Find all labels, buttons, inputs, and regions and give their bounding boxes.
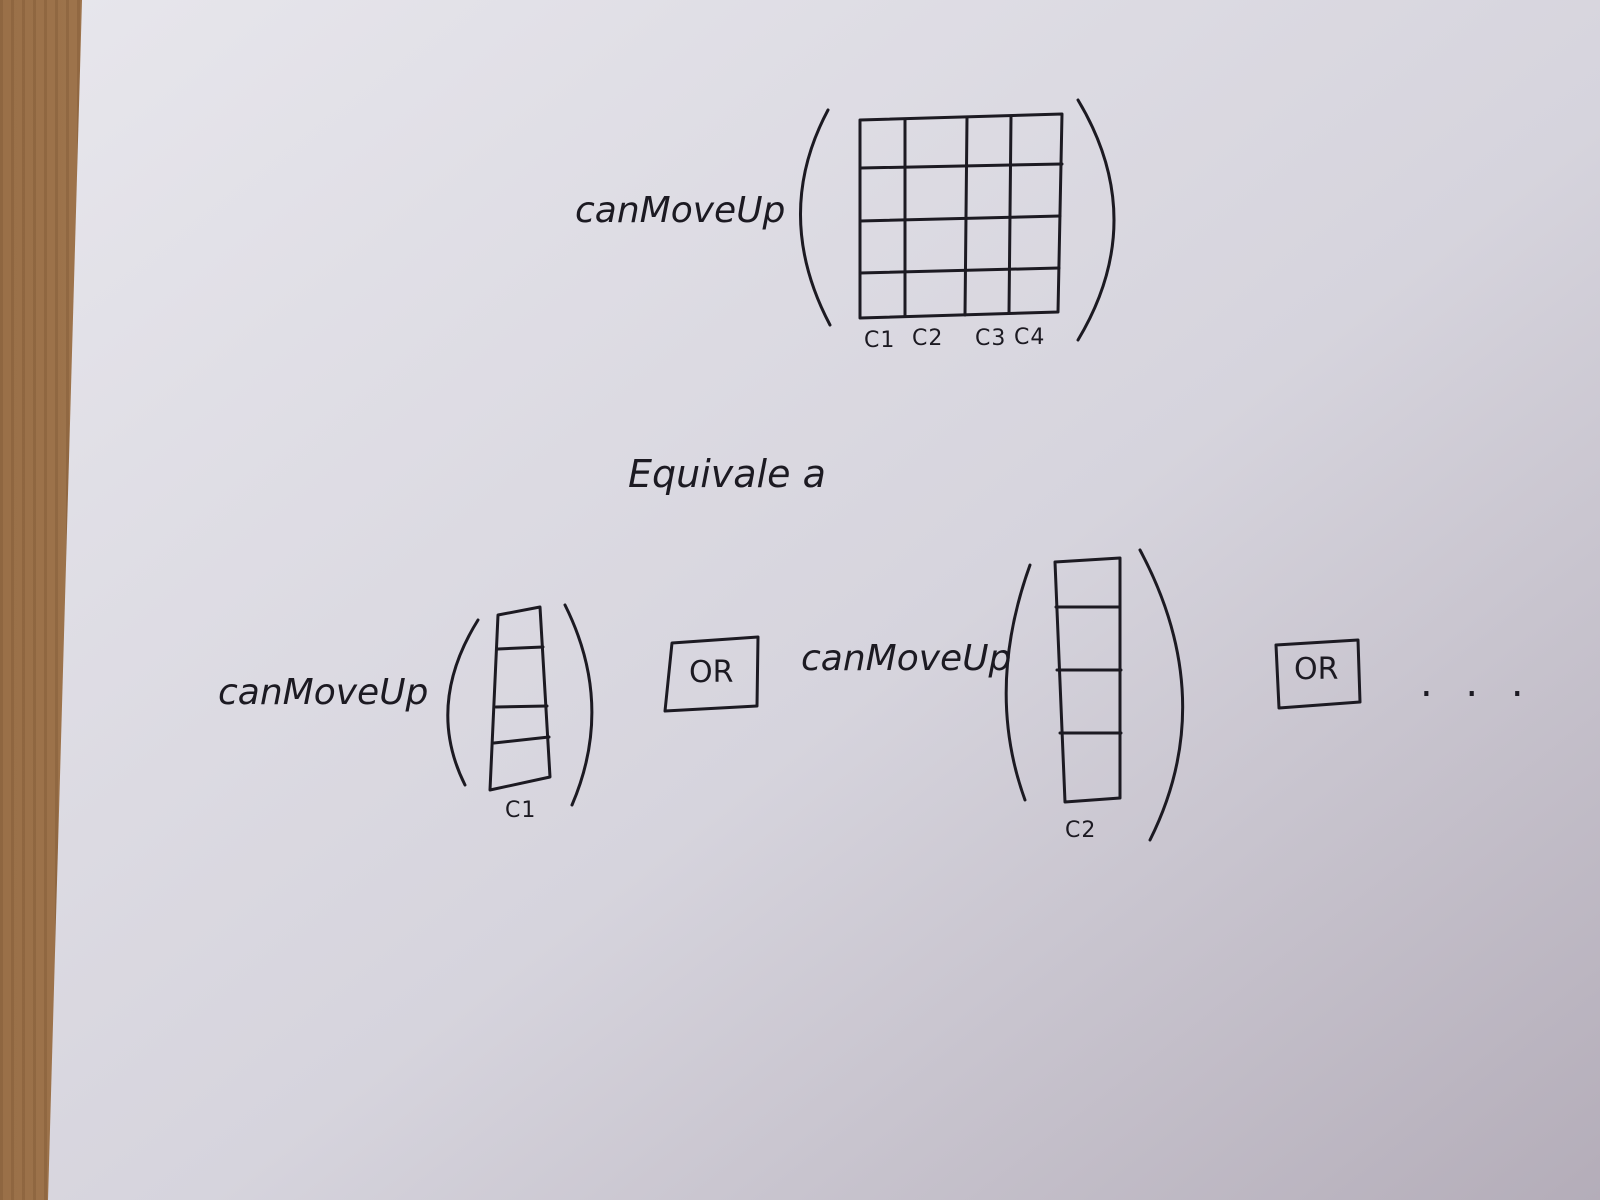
bottom-function-label-2: canMoveUp bbox=[801, 638, 1012, 679]
equivalence-text: Equivale a bbox=[628, 452, 826, 496]
top-function-label: canMoveUp bbox=[575, 190, 786, 231]
continuation-dots: . . . bbox=[1420, 660, 1534, 706]
column-c2-grid bbox=[1053, 556, 1123, 804]
top-right-parenthesis bbox=[1076, 98, 1116, 342]
or-operator-1: OR bbox=[689, 655, 734, 690]
column-c1-right-parenthesis bbox=[563, 603, 594, 807]
column-2-label: C2 bbox=[1065, 818, 1097, 843]
top-matrix-grid bbox=[858, 112, 1064, 320]
matrix-column-label-c4: C4 bbox=[1014, 325, 1046, 350]
matrix-column-label-c2: C2 bbox=[912, 326, 944, 351]
or-box-1 bbox=[663, 635, 760, 713]
top-left-parenthesis bbox=[799, 108, 832, 327]
column-c2-left-parenthesis bbox=[1004, 563, 1032, 802]
column-c1-left-parenthesis bbox=[446, 618, 480, 787]
column-c2-right-parenthesis bbox=[1138, 548, 1185, 842]
paper-surface bbox=[48, 0, 1600, 1200]
matrix-column-label-c3: C3 bbox=[975, 326, 1007, 351]
column-1-label: C1 bbox=[505, 798, 537, 823]
bottom-function-label-1: canMoveUp bbox=[218, 672, 429, 713]
column-c1-grid bbox=[488, 605, 552, 792]
or-box-2 bbox=[1274, 638, 1362, 710]
or-operator-2: OR bbox=[1294, 652, 1339, 687]
matrix-column-label-c1: C1 bbox=[864, 328, 896, 353]
